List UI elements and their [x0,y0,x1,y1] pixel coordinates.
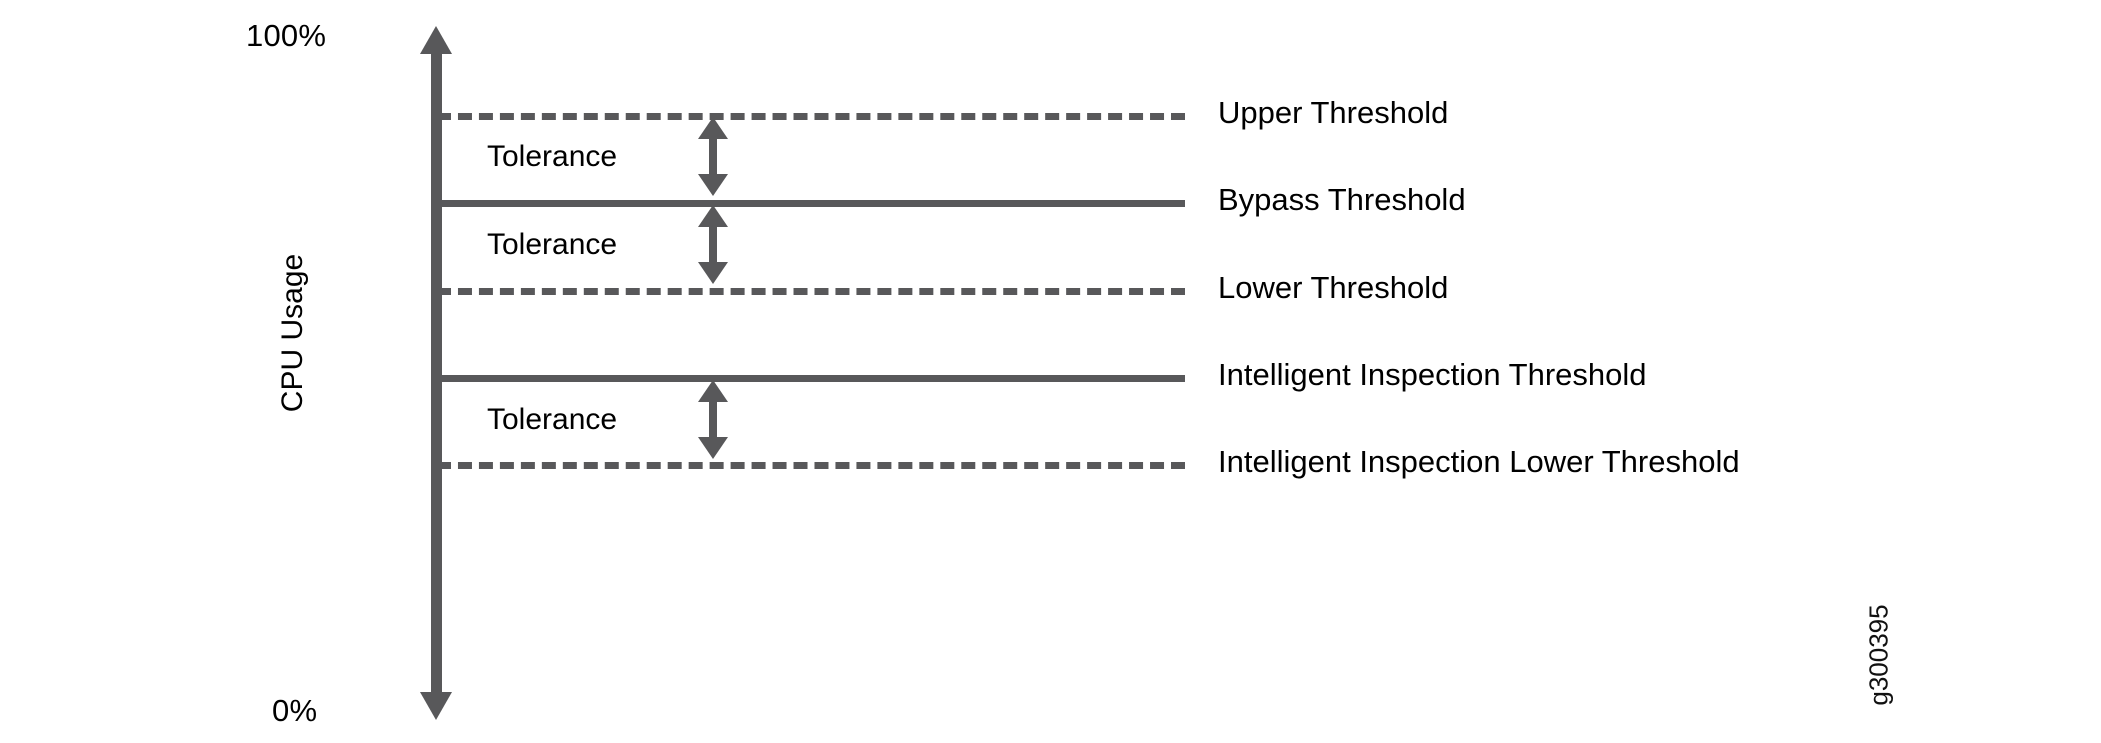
tolerance-arrow-bypass-lower [698,205,728,284]
y-axis-line [431,52,442,698]
threshold-label-lower: Lower Threshold [1218,270,1449,305]
watermark: g300395 [1862,580,1896,730]
threshold-line-bypass [437,200,1185,207]
threshold-label-bypass: Bypass Threshold [1218,182,1466,217]
arrow-shaft [709,219,717,270]
threshold-line-intelligent-inspection-lower [437,462,1185,469]
arrow-head-down-icon [698,174,728,196]
threshold-line-lower [437,288,1185,295]
arrow-head-down-icon [698,437,728,459]
threshold-line-intelligent-inspection [437,375,1185,382]
tolerance-label-upper-bypass: Tolerance [487,140,618,173]
axis-max-label: 100% [246,18,327,53]
axis-min-label: 0% [272,693,318,728]
arrow-head-up-icon [698,380,728,402]
threshold-label-upper: Upper Threshold [1218,95,1449,130]
arrow-head-down-icon [698,262,728,284]
y-axis-title: CPU Usage [276,253,309,413]
threshold-label-intelligent-inspection-lower: Intelligent Inspection Lower Threshold [1218,444,1740,479]
watermark-text: g300395 [1863,604,1894,706]
y-axis-down-arrow-icon [420,692,452,720]
arrow-shaft [709,394,717,445]
tolerance-label-intelligent-inspection: Tolerance [487,403,618,436]
y-axis-up-arrow-icon [420,26,452,54]
threshold-label-intelligent-inspection: Intelligent Inspection Threshold [1218,357,1647,392]
arrow-head-up-icon [698,117,728,139]
arrow-shaft [709,131,717,182]
arrow-head-up-icon [698,205,728,227]
tolerance-label-bypass-lower: Tolerance [487,228,618,261]
threshold-line-upper [437,113,1185,120]
tolerance-arrow-upper-bypass [698,117,728,196]
tolerance-arrow-intelligent-inspection [698,380,728,459]
